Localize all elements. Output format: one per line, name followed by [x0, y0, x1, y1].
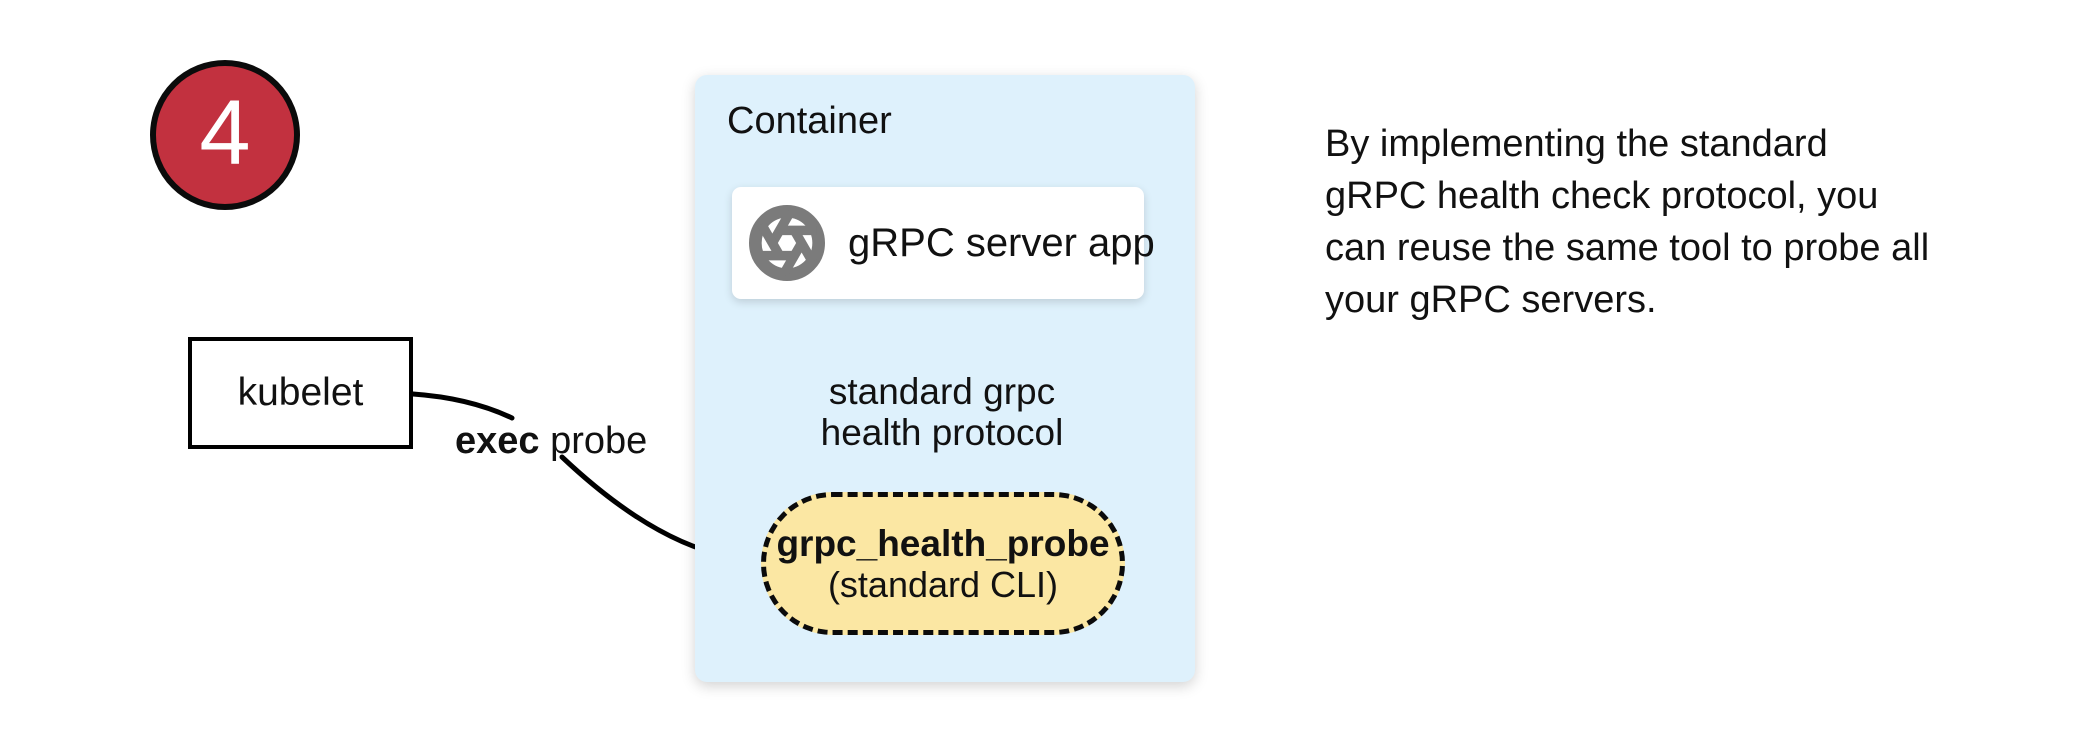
- exec-probe-arrow-start: [410, 391, 515, 421]
- grpc-server-box: gRPC server app: [732, 187, 1155, 299]
- caption-text: By implementing the standard gRPC health…: [1325, 123, 1930, 321]
- kubelet-box: kubelet: [188, 337, 413, 449]
- grpc-health-probe-box: grpc_health_probe (standard CLI): [761, 492, 1125, 635]
- grpc-health-probe-title: grpc_health_probe: [776, 522, 1110, 564]
- grpc-server-label: gRPC server app: [848, 220, 1155, 265]
- container-title: Container: [727, 100, 892, 142]
- health-protocol-label: standard grpc health protocol: [820, 371, 1064, 453]
- grpc-health-probe-subtitle: (standard CLI): [827, 563, 1059, 605]
- kubelet-label: kubelet: [237, 371, 364, 414]
- container-box: Container gRPC server app standard grpc …: [695, 75, 1195, 682]
- exec-probe-label-rest: probe: [539, 420, 648, 462]
- exec-probe-label-bold: exec: [455, 420, 540, 462]
- exec-probe-label: exec probe: [455, 420, 647, 462]
- aperture-icon: [749, 205, 825, 281]
- step-badge: 4: [150, 60, 300, 210]
- step-number: 4: [199, 82, 251, 184]
